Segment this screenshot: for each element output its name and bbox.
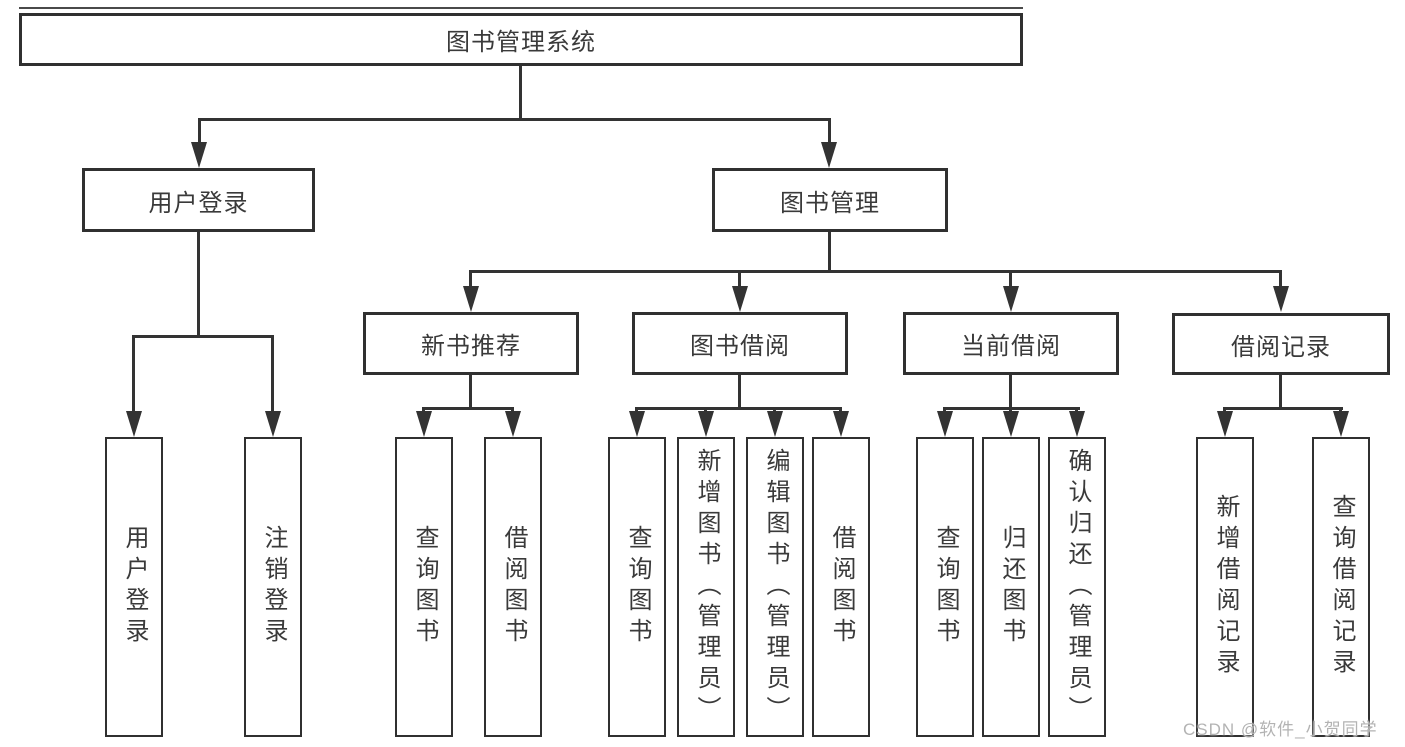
leaf-query-books: 查询图书 <box>916 437 974 737</box>
connector-stub <box>773 407 776 413</box>
connector-vline <box>469 375 472 407</box>
node-label: 用户登录 <box>148 189 249 217</box>
connector-bookmgmt-vline <box>828 232 831 270</box>
leaf-label: 用户登录 <box>121 525 148 649</box>
arrowhead-down <box>732 286 748 312</box>
arrowhead-down <box>1003 286 1019 312</box>
connector-stub <box>943 407 946 413</box>
arrowhead-down <box>767 411 783 437</box>
node-library-management-system: 图书管理系统 <box>19 13 1023 66</box>
connector-hline <box>422 407 514 410</box>
arrowhead-down <box>463 286 479 312</box>
connector-stub <box>1009 407 1012 413</box>
leaf-logout: 注销登录 <box>244 437 302 737</box>
connector-stub <box>635 407 638 413</box>
connector-stub <box>422 407 425 413</box>
connector-hline <box>1223 407 1343 410</box>
node-current-borrowing: 当前借阅 <box>903 312 1119 375</box>
node-label: 图书借阅 <box>690 333 790 360</box>
leaf-add-book-admin: 新增图书（管理员） <box>677 437 735 737</box>
node-label: 借阅记录 <box>1231 333 1331 361</box>
leaf-confirm-return-admin: 确认归还（管理员） <box>1048 437 1106 737</box>
connector-vline <box>1279 375 1282 407</box>
leaf-edit-book-admin: 编辑图书（管理员） <box>746 437 804 737</box>
leaf-label: 查询图书 <box>624 525 651 649</box>
leaf-add-borrow-record: 新增借阅记录 <box>1196 437 1254 737</box>
connector-stub <box>271 335 274 411</box>
arrowhead-down <box>505 411 521 437</box>
arrowhead-down <box>1003 411 1019 437</box>
connector-stub <box>1279 270 1282 288</box>
leaf-label: 编辑图书（管理员） <box>762 447 789 727</box>
leaf-label: 借阅图书 <box>828 525 855 649</box>
arrowhead-down <box>1217 411 1233 437</box>
node-book-management: 图书管理 <box>712 168 948 232</box>
leaf-query-books: 查询图书 <box>395 437 453 737</box>
node-label: 新书推荐 <box>421 333 521 360</box>
leaf-label: 注销登录 <box>260 525 287 649</box>
node-label: 图书管理系统 <box>446 29 596 56</box>
connector-stub <box>511 407 514 413</box>
leaf-label: 新增借阅记录 <box>1212 494 1239 680</box>
connector-stub <box>828 118 831 144</box>
connector-stub <box>704 407 707 413</box>
arrowhead-down <box>126 411 142 437</box>
connector-hline <box>635 407 842 410</box>
leaf-label: 查询图书 <box>932 525 959 649</box>
connector-stub <box>1223 407 1226 413</box>
arrowhead-down <box>629 411 645 437</box>
arrowhead-down <box>1069 411 1085 437</box>
csdn-watermark: CSDN @软件_小贺同学 <box>1183 720 1378 739</box>
top-border-line <box>19 7 1023 9</box>
arrowhead-down <box>698 411 714 437</box>
leaf-label: 归还图书 <box>998 525 1025 649</box>
leaf-label: 借阅图书 <box>500 525 527 649</box>
arrowhead-down <box>821 142 837 168</box>
connector-root-hline <box>198 118 831 121</box>
arrowhead-down <box>1333 411 1349 437</box>
leaf-label: 查询图书 <box>411 525 438 649</box>
leaf-label: 新增图书（管理员） <box>693 447 720 727</box>
node-label: 图书管理 <box>780 189 880 217</box>
node-user-login: 用户登录 <box>82 168 315 232</box>
arrowhead-down <box>265 411 281 437</box>
connector-stub <box>738 270 741 288</box>
connector-vline <box>738 375 741 407</box>
node-new-book-recommendation: 新书推荐 <box>363 312 579 375</box>
node-borrowing-records: 借阅记录 <box>1172 313 1390 375</box>
connector-stub <box>1339 407 1342 413</box>
leaf-query-borrow-record: 查询借阅记录 <box>1312 437 1370 737</box>
arrowhead-down <box>833 411 849 437</box>
arrowhead-down <box>937 411 953 437</box>
connector-vline <box>1009 375 1012 407</box>
connector-stub <box>1075 407 1078 413</box>
connector-root-vline <box>519 66 522 118</box>
connector-stub <box>198 118 201 144</box>
leaf-label: 确认归还（管理员） <box>1064 447 1091 727</box>
leaf-user-login: 用户登录 <box>105 437 163 737</box>
connector-stub <box>839 407 842 413</box>
node-book-borrowing: 图书借阅 <box>632 312 848 375</box>
connector-stub <box>132 335 135 411</box>
leaf-borrow-books: 借阅图书 <box>812 437 870 737</box>
connector-userlogin-vline <box>197 232 200 335</box>
connector-userlogin-hline <box>132 335 274 338</box>
leaf-query-books: 查询图书 <box>608 437 666 737</box>
leaf-return-book: 归还图书 <box>982 437 1040 737</box>
arrowhead-down <box>191 142 207 168</box>
leaf-label: 查询借阅记录 <box>1328 494 1355 680</box>
connector-bookmgmt-hline <box>469 270 1282 273</box>
arrowhead-down <box>1273 286 1289 312</box>
arrowhead-down <box>416 411 432 437</box>
node-label: 当前借阅 <box>961 333 1061 360</box>
connector-stub <box>469 270 472 288</box>
connector-stub <box>1009 270 1012 288</box>
leaf-borrow-books: 借阅图书 <box>484 437 542 737</box>
